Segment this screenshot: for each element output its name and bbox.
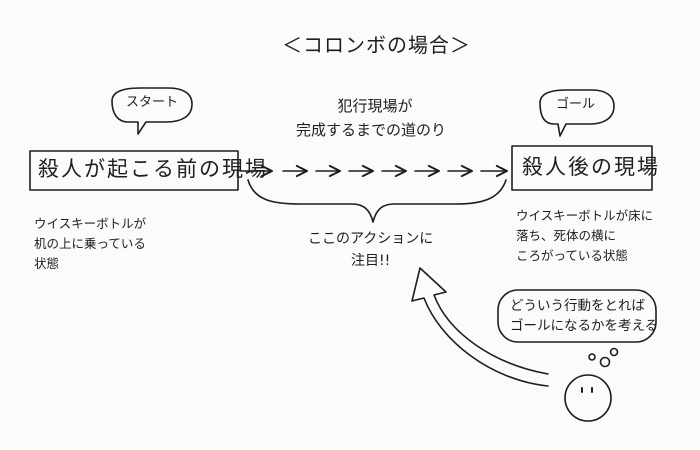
thought-line: どういう行動をとれば [510,298,645,314]
thought-bubble [497,289,657,343]
start-speech-bubble [111,87,193,135]
thought-text: どういう行動をとれば ゴールになるかを考える [510,296,658,336]
start-box-label: 殺人が起こる前の現場 [38,157,268,181]
focus-label-line: 注目!! [351,253,391,269]
start-note-line: 状態 [34,256,60,271]
thought-line: ゴールになるかを考える [510,318,659,334]
route-label-line: 完成するまでの道のり [296,121,447,139]
focus-label: ここのアクションに 注目!! [308,228,433,272]
focus-arrow [411,267,549,387]
route-label: 犯行現場が 完成するまでの道のり [296,94,446,142]
character-face [564,374,612,422]
start-bubble-label: スタート [126,95,179,110]
start-box-frame [29,150,239,191]
goal-box-label: 殺人後の現場 [522,155,660,179]
focus-label-line: ここのアクションに [308,231,434,247]
goal-box-frame [511,145,653,191]
start-note-line: ウイスキーボトルが [34,216,147,231]
goal-speech-bubble [539,89,615,137]
goal-note-line: 落ち、死体の横に [516,228,617,243]
diagram-title: ＜コロンボの場合＞ [282,33,471,57]
thought-dot [599,356,611,368]
action-brace [247,179,507,223]
goal-note: ウイスキーボトルが床に 落ち、死体の横に ころがっている状態 [516,206,653,266]
thought-dot [609,347,619,357]
route-label-line: 犯行現場が [337,97,413,115]
start-note: ウイスキーボトルが 机の上に乗っている 状態 [34,214,146,274]
goal-note-line: ころがっている状態 [516,248,628,263]
goal-note-line: ウイスキーボトルが床に [516,208,654,223]
thought-dot [588,353,596,361]
goal-bubble-label: ゴール [556,97,596,112]
start-note-line: 机の上に乗っている [34,236,146,251]
